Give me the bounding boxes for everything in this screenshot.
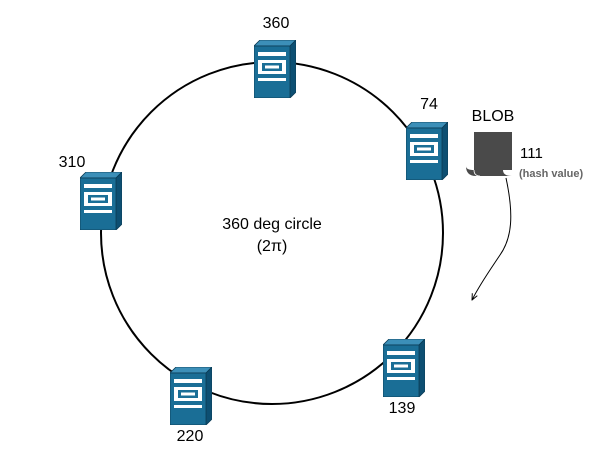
server-node-220: 220 [170, 367, 212, 445]
node-label-74: 74 [420, 96, 438, 113]
ring-title: 360 deg circle [222, 216, 322, 233]
server-icon [406, 122, 448, 180]
blob-hash-value: 111 [520, 145, 543, 162]
blob: BLOB 111 (hash value) [466, 108, 584, 180]
node-label-220: 220 [177, 428, 204, 445]
server-icon [383, 339, 425, 397]
server-node-74: 74 [406, 96, 448, 180]
server-node-310: 310 [59, 154, 122, 230]
node-label-360: 360 [263, 15, 290, 32]
server-icon [170, 367, 212, 425]
server-icon [254, 40, 296, 98]
server-node-360: 360 [254, 15, 296, 98]
blob-to-node-arrow [472, 177, 512, 300]
server-icon [80, 172, 122, 230]
node-label-139: 139 [389, 400, 416, 417]
server-node-139: 139 [383, 339, 425, 417]
ring-subtitle: (2π) [257, 238, 288, 255]
blob-label: BLOB [472, 108, 515, 125]
blob-hash-note: (hash value) [519, 168, 584, 180]
node-label-310: 310 [59, 154, 86, 171]
scroll-icon [466, 132, 512, 177]
